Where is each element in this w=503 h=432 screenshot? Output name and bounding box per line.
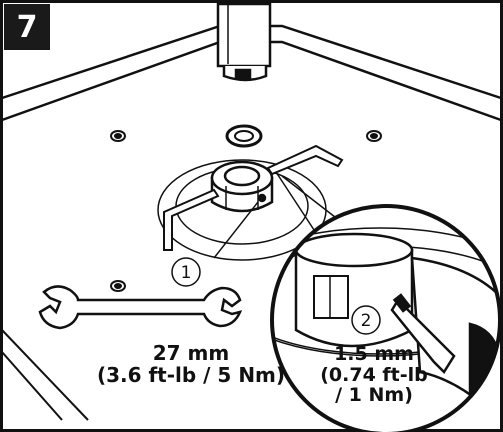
torque-2-value-b: / 1 Nm): [335, 384, 413, 407]
collet-nut: [210, 160, 274, 213]
open-end-wrench: [38, 285, 243, 330]
washer: [225, 124, 263, 148]
callout-1-label: 1: [181, 263, 192, 283]
torque-2-value-a: (0.74 ft-lb: [320, 363, 428, 386]
zoom-detail: [270, 204, 502, 432]
step-number-badge: 7: [4, 4, 50, 50]
torque-spec-wrench: 27 mm (3.6 ft-lb / 5 Nm): [78, 341, 304, 387]
torque-2-size: 1.5 mm: [334, 343, 414, 365]
hex-key-small: [163, 144, 344, 251]
base-edges: [1, 329, 89, 421]
leader-lines: [213, 171, 345, 259]
callout-2: 2: [351, 305, 381, 335]
screw-holes: [110, 130, 382, 292]
spindle: [216, 2, 272, 82]
torque-1-value: (3.6 ft-lb / 5 Nm): [96, 362, 286, 387]
callout-2-label: 2: [361, 311, 372, 331]
torque-spec-hex-key: 1.5 mm (0.74 ft-lb / 1 Nm): [304, 344, 444, 406]
torque-1-size: 27 mm: [152, 341, 230, 365]
callout-1: 1: [171, 257, 201, 287]
